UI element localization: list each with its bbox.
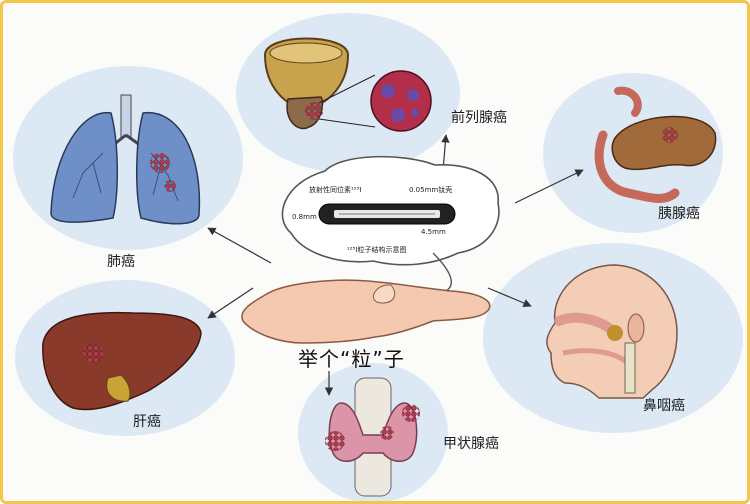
prostate-tumor-zoom: [370, 70, 432, 132]
seed-label-top: 放射性同位素¹²⁵I: [309, 186, 362, 194]
liver-illustration: [42, 311, 202, 411]
seed-label-size: 4.5mm: [421, 228, 446, 236]
thyroid-illustration: [325, 377, 420, 497]
label-liver-cancer: 肝癌: [133, 414, 161, 430]
center-title: 举个“粒”子: [298, 347, 405, 371]
nasopharynx-illustration: [546, 264, 678, 399]
arrow-to-nasopharynx: [487, 287, 532, 307]
label-nasopharyngeal-cancer: 鼻咽癌: [643, 398, 685, 414]
seed-label-bottom: ¹²⁵I粒子结构示意图: [347, 246, 407, 254]
label-lung-cancer: 肺癌: [107, 254, 135, 270]
diagram-canvas: [13, 13, 743, 501]
hand-illustration: [241, 279, 491, 344]
label-prostate-cancer: 前列腺癌: [451, 110, 507, 126]
lung-tumor: [150, 153, 170, 173]
seed-label-right: 0.05mm钛壳: [409, 186, 453, 194]
label-pancreatic-cancer: 胰腺癌: [658, 206, 700, 222]
label-thyroid-cancer: 甲状腺癌: [443, 436, 499, 452]
lung-illustration: [50, 94, 201, 225]
seed-label-left: 0.8mm: [292, 213, 317, 221]
lung-tumor: [164, 180, 176, 192]
prostate-illustration: [263, 37, 432, 132]
arrow-to-lung: [207, 227, 272, 264]
pancreas-illustration: [594, 86, 717, 203]
arrow-to-pancreas: [514, 169, 584, 204]
arrow-to-liver: [207, 287, 254, 319]
seed-bubble: [281, 155, 500, 294]
